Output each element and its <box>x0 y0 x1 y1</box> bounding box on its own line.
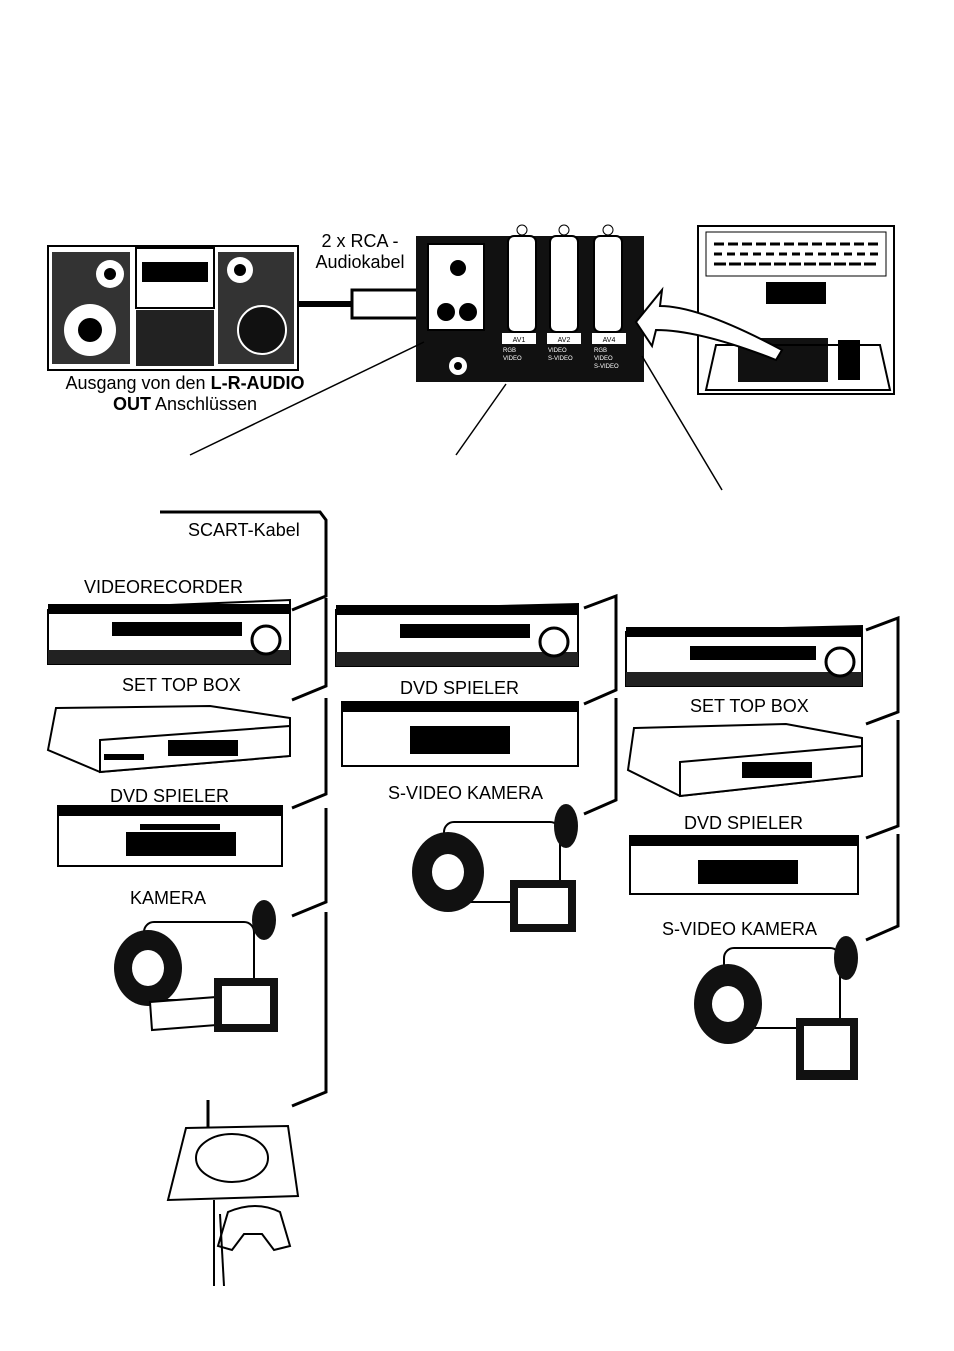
av1-label: AV1 <box>513 337 526 344</box>
scart-bracket-col3 <box>866 618 898 940</box>
camcorder-icon <box>412 804 578 932</box>
col1-camera-label: KAMERA <box>130 888 206 909</box>
av4-label: AV4 <box>603 337 616 344</box>
vcr-icon <box>336 604 578 666</box>
av1-rgb-label: RGB <box>503 348 516 354</box>
col1-dvd-player-label: DVD SPIELER <box>110 786 229 807</box>
col3-set-top-box-label: SET TOP BOX <box>690 696 809 717</box>
vcr-icon <box>48 600 290 664</box>
rca-cable-label: 2 x RCA - Audiokabel <box>302 231 418 273</box>
tv-rear-panel-icon: AV1 AV2 AV4 RGB VIDEO VIDEO S-VIDEO RGB … <box>416 225 644 382</box>
col2-svideo-camera-label: S-VIDEO KAMERA <box>388 783 543 804</box>
rca-cable-label-line1: 2 x RCA - <box>302 231 418 252</box>
av4-video-label: VIDEO <box>594 356 613 362</box>
rca-cable-label-line2: Audiokabel <box>302 252 418 273</box>
col3-dvd-player-label: DVD SPIELER <box>684 813 803 834</box>
dvd-player-icon <box>58 806 282 866</box>
set-top-box-icon <box>48 706 290 772</box>
hifi-output-suffix: Anschlüssen <box>155 394 257 414</box>
av4-svideo-label: S-VIDEO <box>594 364 619 370</box>
rca-audio-cable <box>298 290 430 318</box>
dvd-player-icon <box>342 702 578 766</box>
av2-svideo-label: S-VIDEO <box>548 356 573 362</box>
hifi-output-bold1: L-R-AUDIO <box>211 373 305 393</box>
col1-set-top-box-label: SET TOP BOX <box>122 675 241 696</box>
scart-bracket-col2 <box>584 596 616 814</box>
col3-svideo-camera-label: S-VIDEO KAMERA <box>662 919 817 940</box>
hifi-output-bold2: OUT <box>113 394 151 414</box>
vcr-icon <box>626 626 862 686</box>
hifi-output-prefix: Ausgang von den <box>65 373 205 393</box>
hifi-output-label: Ausgang von den L-R-AUDIO OUT Anschlüsse… <box>30 373 340 415</box>
hifi-system-icon <box>48 246 298 370</box>
dvd-player-icon <box>630 836 858 894</box>
camcorder-icon <box>114 900 278 1032</box>
set-top-box-icon <box>628 724 862 796</box>
game-console-icon <box>168 1100 298 1286</box>
av1-video-label: VIDEO <box>503 356 522 362</box>
av2-label: AV2 <box>558 337 571 344</box>
scart-cable-label: SCART-Kabel <box>188 520 300 541</box>
tv-back-icon <box>698 226 894 394</box>
col2-dvd-player-label: DVD SPIELER <box>400 678 519 699</box>
av4-rgb-label: RGB <box>594 348 607 354</box>
camcorder-icon <box>694 936 858 1080</box>
av2-video-label: VIDEO <box>548 348 567 354</box>
videorecorder-label: VIDEORECORDER <box>84 577 243 598</box>
